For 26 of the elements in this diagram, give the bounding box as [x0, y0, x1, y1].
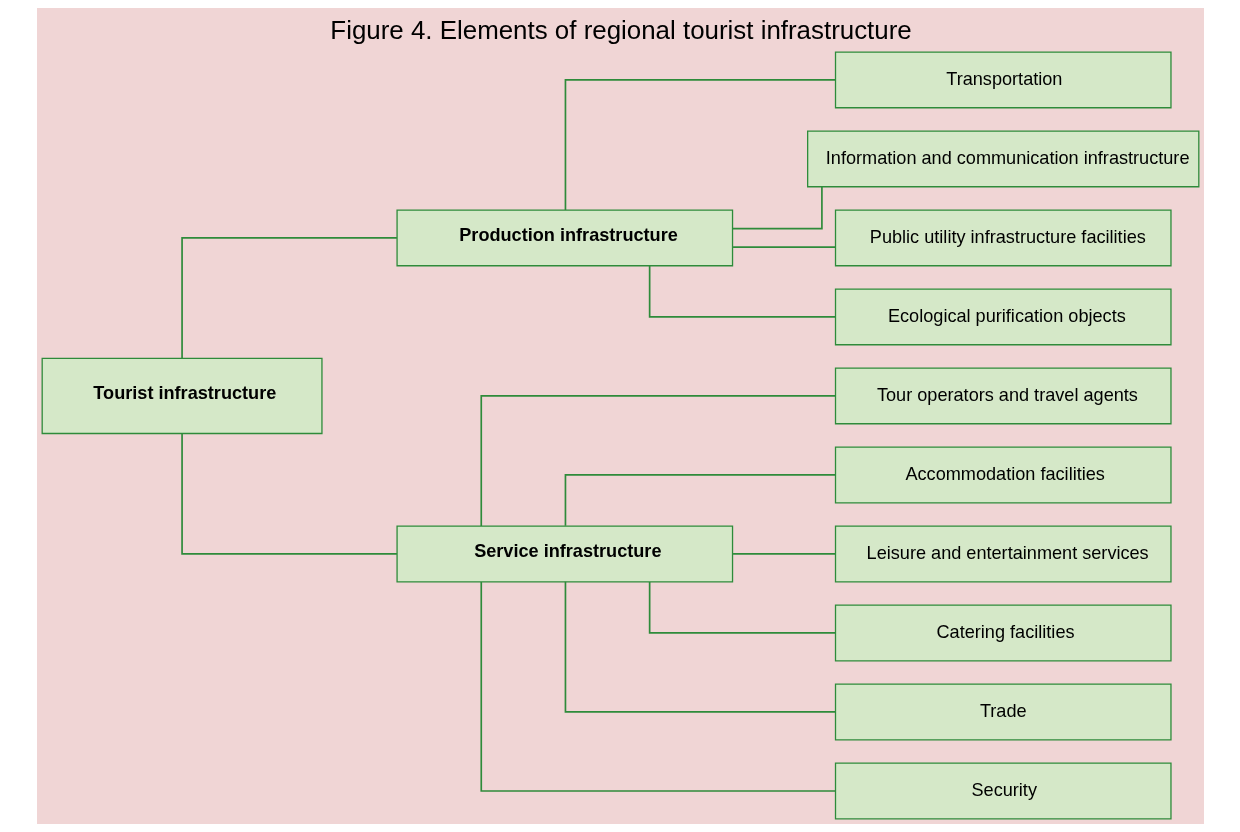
connector	[479, 395, 836, 527]
connector	[564, 581, 836, 713]
connector	[648, 265, 836, 318]
connector	[731, 186, 823, 230]
connector	[479, 581, 836, 792]
node-box: Tour operators and travel agents	[834, 367, 1172, 425]
diagram-title: Figure 4. Elements of regional tourist infrastructure	[329, 16, 912, 45]
connector	[180, 237, 398, 359]
node-box: Public utility infrastructure facilities	[834, 209, 1172, 267]
connector	[564, 79, 836, 211]
node-box: Service infrastructure	[395, 525, 733, 583]
node-box: Information and communication infrastructure	[806, 130, 1199, 188]
node-box: Leisure and entertainment services	[834, 525, 1172, 583]
connector	[648, 581, 836, 634]
node-box: Security	[834, 762, 1172, 820]
node-box: Ecological purification objects	[834, 288, 1172, 346]
connector	[731, 553, 836, 555]
connector	[564, 474, 836, 527]
node-box: Production infrastructure	[395, 209, 733, 267]
node-box: Catering facilities	[834, 604, 1172, 662]
connector	[180, 432, 398, 555]
node-box: Accommodation facilities	[834, 446, 1172, 504]
node-box: Tourist infrastructure	[41, 357, 323, 435]
node-box: Trade	[834, 683, 1172, 741]
node-box: Transportation	[834, 51, 1172, 109]
connector	[731, 246, 836, 249]
